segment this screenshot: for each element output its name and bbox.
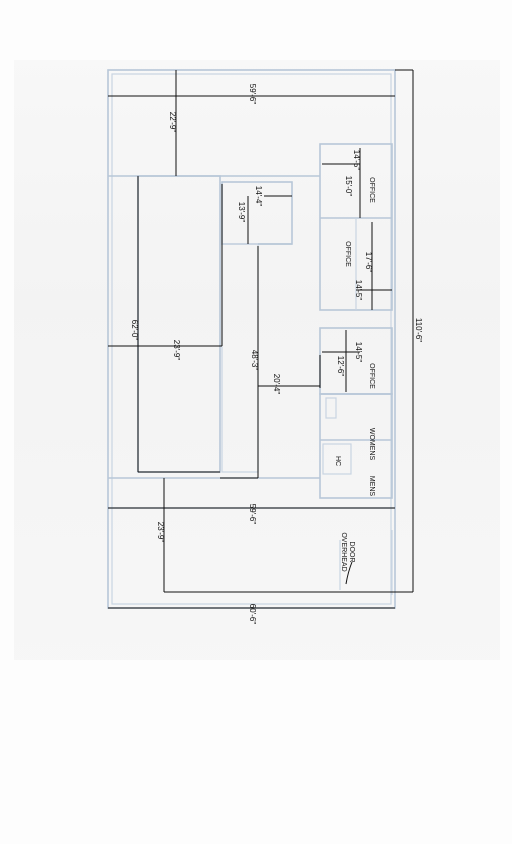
label-hall-length: 48'-3" <box>250 350 259 371</box>
room-labels: OFFICE OFFICE OFFICE WOMENS HC MENS OVER… <box>334 177 375 571</box>
label-small-room-b: 14'-4" <box>254 186 263 207</box>
label-lower-depth: 23'-9" <box>156 522 165 543</box>
room-mens: MENS <box>368 476 375 497</box>
room-office-2: OFFICE <box>344 241 351 267</box>
dimension-lines <box>108 69 414 609</box>
label-hall-width: 20'-4" <box>272 374 281 395</box>
label-mid-width: 59'-6" <box>248 504 257 525</box>
scan-background <box>14 60 500 660</box>
label-large-room-length: 62'-0" <box>130 320 139 341</box>
label-top-width: 59'-6" <box>248 84 257 105</box>
room-office-1: OFFICE <box>368 177 375 203</box>
room-hc: HC <box>334 456 341 466</box>
label-bottom-width: 60'-6" <box>248 604 257 625</box>
label-office2-width: 14'-5" <box>354 280 363 301</box>
label-office1-depth: 15'-0" <box>344 176 353 197</box>
large-room-wall <box>137 175 221 473</box>
label-upper-depth: 22'-9" <box>168 112 177 133</box>
label-small-room-a: 13'-9" <box>237 202 246 223</box>
fixture-wall <box>325 397 337 419</box>
dimension-labels: 59'-6" 22'-9" 110'-6" 62'-0" 23'-9" 13'-… <box>130 84 423 625</box>
overhead-door-leader <box>345 561 353 585</box>
label-office3-depth: 12'-6" <box>336 356 345 377</box>
hc-stall-wall <box>322 443 352 475</box>
label-overall-length: 110'-6" <box>414 318 423 342</box>
restroom-block-wall <box>319 393 393 499</box>
label-overhead-door-2: DOOR <box>348 542 355 563</box>
label-overhead-door-1: OVERHEAD <box>340 532 347 571</box>
label-office3-width: 14'-5" <box>354 342 363 363</box>
room-womens: WOMENS <box>368 428 375 461</box>
exterior-wall-inner <box>111 73 392 605</box>
room-office-3: OFFICE <box>368 363 375 389</box>
label-office2-depth: 17'-6" <box>364 252 373 273</box>
label-office1-width: 14'-5" <box>352 150 361 171</box>
label-large-room-width: 23'-9" <box>172 340 181 361</box>
